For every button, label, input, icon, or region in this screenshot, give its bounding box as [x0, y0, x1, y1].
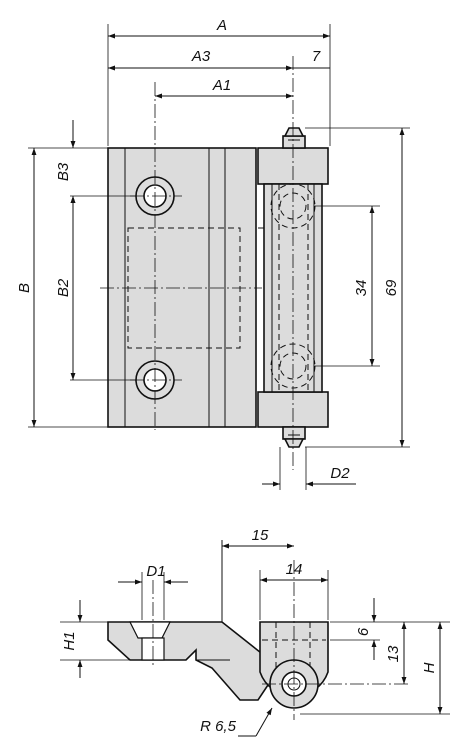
label-7: 7 [312, 48, 321, 65]
label-6: 6 [355, 627, 372, 636]
label-A3: A3 [191, 48, 211, 65]
left-leaf [107, 147, 257, 428]
label-B: B [16, 283, 33, 293]
label-15: 15 [252, 527, 269, 544]
label-A1: A1 [212, 77, 231, 94]
left-leaf-outline [107, 147, 257, 428]
label-14: 14 [286, 561, 303, 578]
top-view: A A3 7 A1 B3 B2 B 34 69 D2 [16, 17, 410, 490]
label-H1: H1 [61, 631, 78, 650]
side-leaf-section [107, 621, 271, 701]
label-13: 13 [385, 645, 402, 662]
label-B2: B2 [55, 278, 72, 297]
label-D2: D2 [330, 465, 350, 482]
label-H: H [421, 662, 438, 673]
hinge-pin-bottom [282, 426, 306, 448]
label-R: R 6,5 [200, 718, 237, 735]
label-D1: D1 [146, 563, 165, 580]
label-A: A [216, 17, 227, 34]
label-B3: B3 [55, 162, 72, 181]
side-view: 15 D1 14 H1 6 13 H R 6,5 [60, 527, 450, 737]
label-69: 69 [383, 279, 400, 296]
label-34: 34 [353, 280, 370, 297]
hinge-pin-top [282, 127, 306, 149]
